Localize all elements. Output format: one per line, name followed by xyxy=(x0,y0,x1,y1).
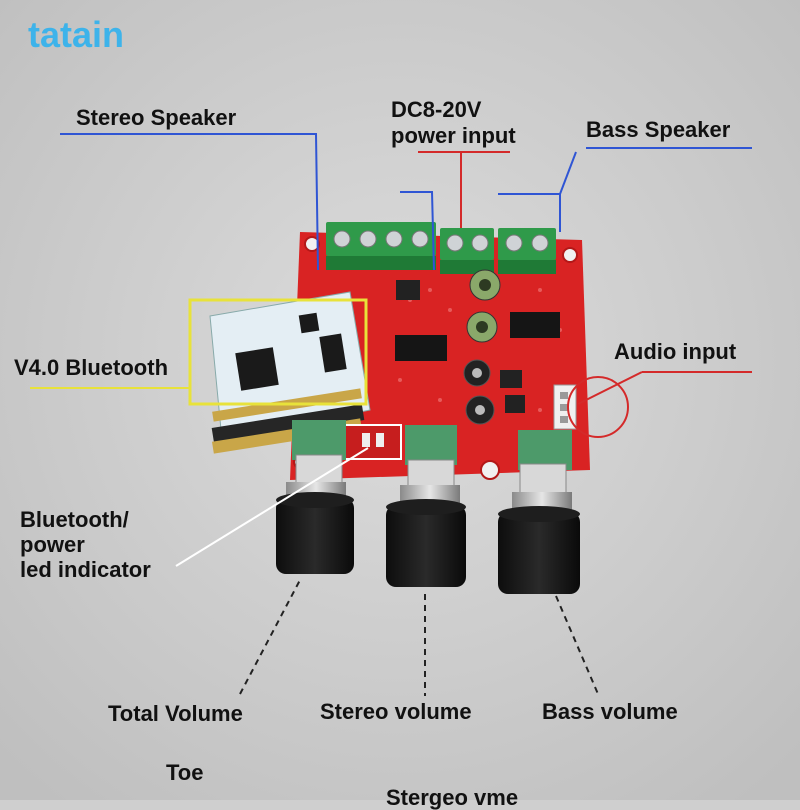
bass-volume-knob xyxy=(498,430,580,594)
dc-input-label-line2: power input xyxy=(391,123,516,148)
led-label-line1: Bluetooth/ xyxy=(20,507,129,532)
dc-input-label-line1: DC8-20V xyxy=(391,97,482,122)
total-volume-knob xyxy=(276,420,354,574)
bass-speaker-label: Bass Speaker xyxy=(586,117,731,142)
led-label-line2: power xyxy=(20,532,85,557)
bass-volume-label: Bass volume xyxy=(542,699,678,724)
leader-lines xyxy=(30,133,752,696)
stereo-volume-knob xyxy=(386,425,466,587)
stereo-speaker-terminal xyxy=(326,222,436,270)
watermark-logo: tatain xyxy=(28,14,125,55)
power-input-terminal xyxy=(440,228,494,274)
capacitors xyxy=(463,269,501,425)
led-indicator xyxy=(342,424,402,460)
stereo-speaker-label: Stereo Speaker xyxy=(76,105,237,130)
led-label-line3: led indicator xyxy=(20,557,151,582)
bass-speaker-terminal xyxy=(498,228,556,274)
bluetooth-module-label: V4.0 Bluetooth xyxy=(14,355,169,380)
audio-input-label: Audio input xyxy=(614,339,737,364)
toe-label: Toe xyxy=(166,760,204,785)
amplifier-chips xyxy=(395,280,560,413)
total-volume-label: Total Volume xyxy=(108,701,243,726)
stereo-volume-label: Stereo volume xyxy=(320,699,472,724)
stereo-vme-label: Stergeo vme xyxy=(386,785,519,810)
